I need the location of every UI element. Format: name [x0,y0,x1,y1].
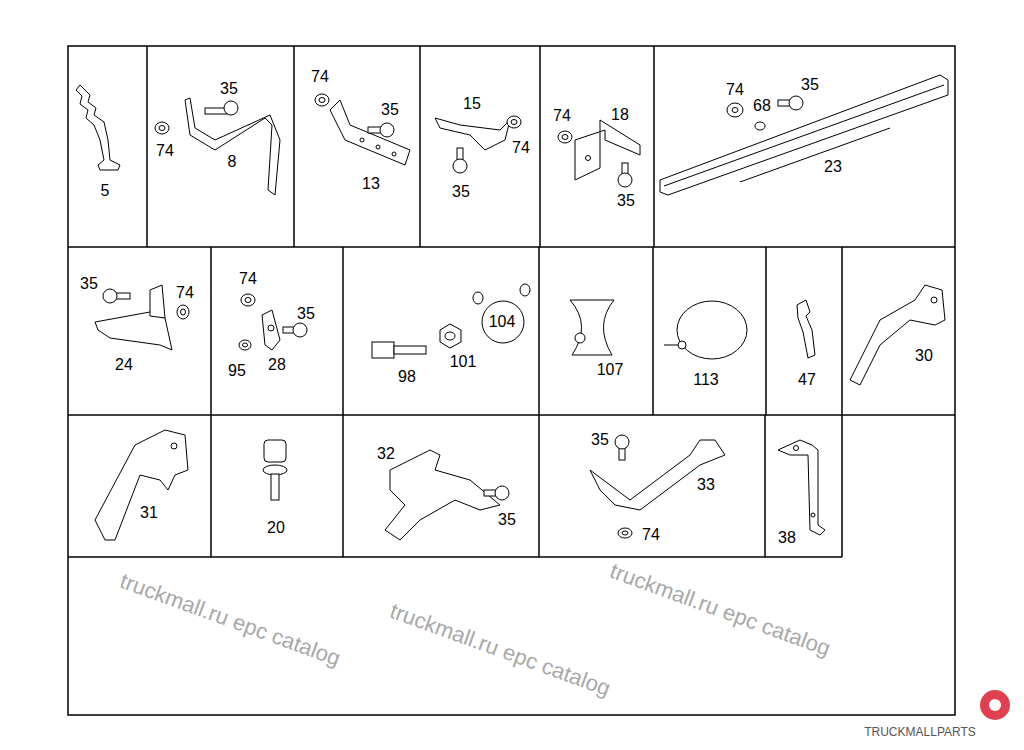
callout-number: 98 [397,369,417,385]
watermark: truckmall.ru epc catalog [606,558,833,662]
part-cell: 20 [211,415,343,557]
callout-number: 35 [616,193,636,209]
part-cell: 74 35 13 [294,46,420,247]
part-cell: 32 35 [343,415,539,557]
part-drawings [76,75,948,540]
callout-number: 74 [511,140,531,156]
part-cell: 74 18 35 [540,46,654,247]
callout-number: 74 [725,82,745,98]
part-cell: 35 33 74 [539,415,765,557]
callout-number: 74 [175,285,195,301]
part-cell: 104 101 98 [343,247,539,415]
part-cell: 31 [68,415,211,557]
logo-text: TRUCKMALLPARTS [864,725,976,739]
part-cell: 74 35 28 95 [211,247,343,415]
part-cell: 5 [68,46,147,247]
callout-number: 5 [100,183,111,199]
part-cell: 113 [653,247,766,415]
callout-number: 23 [823,159,843,175]
callout-number: 74 [641,527,661,543]
grid-lines [68,46,955,715]
part-cell: 35 74 8 [147,46,294,247]
callout-number: 8 [227,154,238,170]
callout-number: 30 [914,348,934,364]
callout-number: 20 [266,520,286,536]
callout-number: 104 [488,314,517,330]
callout-number: 74 [155,143,175,159]
logo-gear [980,690,1010,720]
part-cell: 107 [539,247,653,415]
callout-number: 35 [800,77,820,93]
callout-number: 24 [114,357,134,373]
callout-number: 107 [596,362,625,378]
callout-number: 74 [552,108,572,124]
callout-number: 35 [497,512,517,528]
callout-number: 33 [696,477,716,493]
watermark: truckmall.ru epc catalog [386,598,613,702]
callout-number: 35 [451,184,471,200]
callout-number: 32 [376,446,396,462]
part-cell: 15 74 35 [420,46,540,247]
callout-number: 95 [227,363,247,379]
part-cell: 35 74 68 23 [654,46,955,247]
callout-number: 74 [310,69,330,85]
watermark: truckmall.ru epc catalog [116,568,343,672]
callout-number: 15 [462,96,482,112]
callout-number: 47 [797,372,817,388]
callout-number: 101 [449,354,478,370]
callout-number: 35 [79,276,99,292]
callout-number: 35 [590,432,610,448]
part-cell: 38 [765,415,842,557]
callout-number: 35 [219,81,239,97]
callout-number: 35 [380,102,400,118]
callout-number: 38 [777,530,797,546]
callout-number: 31 [139,505,159,521]
callout-number: 74 [238,271,258,287]
callout-number: 28 [267,357,287,373]
callout-number: 13 [361,176,381,192]
callout-number: 18 [610,107,630,123]
callout-number: 113 [692,372,720,388]
part-cell: 47 [766,247,842,415]
callout-number: 68 [752,98,772,114]
callout-number: 35 [296,306,316,322]
part-cell: 30 [842,247,955,415]
part-cell: 35 74 24 [68,247,211,415]
